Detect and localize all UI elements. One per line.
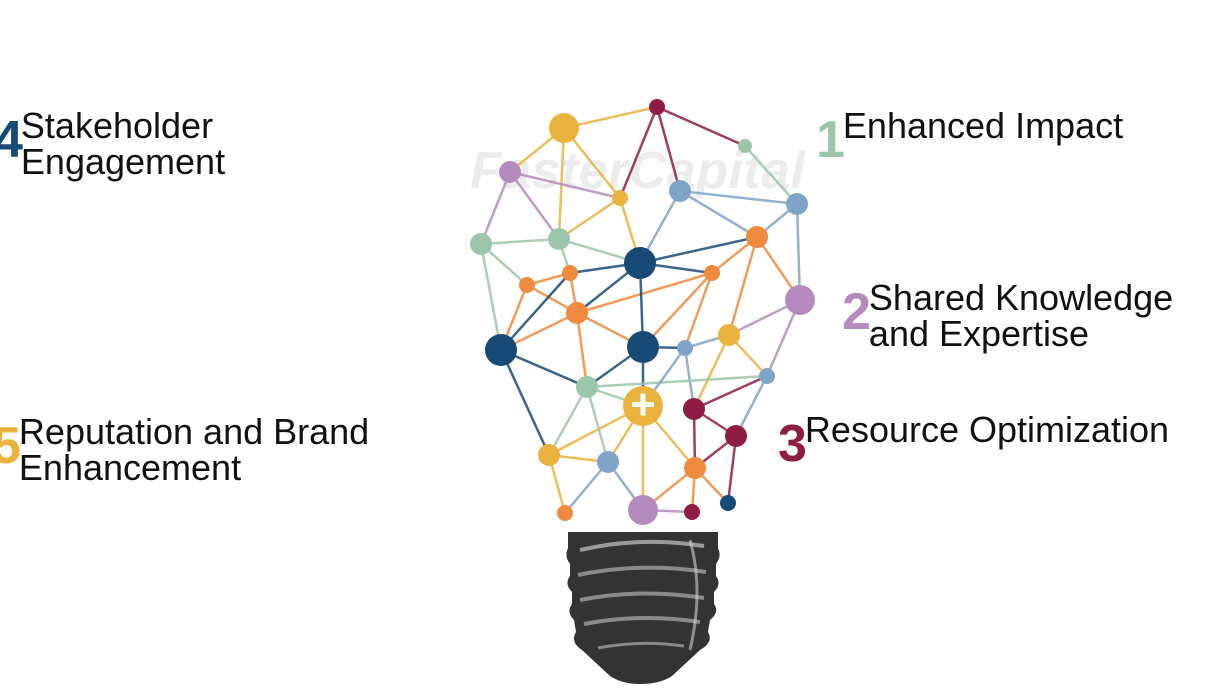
network-node <box>485 334 517 366</box>
item-number: 5 <box>0 417 21 475</box>
network-node <box>746 226 768 248</box>
network-edge <box>575 312 589 388</box>
network-edge <box>656 105 746 148</box>
item-label: Stakeholder Engagement <box>21 108 225 180</box>
network-edge <box>618 106 659 199</box>
item-resource-optimization: 3 Resource Optimization <box>778 412 1169 473</box>
network-node <box>738 139 752 153</box>
item-label-line: Enhancement <box>18 447 242 488</box>
network-node <box>684 504 700 520</box>
item-label-line: Enhanced Impact <box>842 105 1124 146</box>
item-stakeholder-engagement: 4 Stakeholder Engagement <box>0 108 225 180</box>
network-edge <box>639 235 758 265</box>
item-shared-knowledge: 2 Shared Knowledge and Expertise <box>842 280 1173 352</box>
network-node <box>612 190 628 206</box>
network-edge <box>479 171 512 245</box>
item-label-line: Shared Knowledge <box>868 277 1174 318</box>
network-node <box>628 495 658 525</box>
item-enhanced-impact: 1 Enhanced Impact <box>816 108 1123 169</box>
network-node <box>538 444 560 466</box>
item-label-line: Reputation and Brand <box>18 411 370 452</box>
network-edge <box>585 386 610 463</box>
network-edge <box>726 435 738 504</box>
network-node <box>548 228 570 250</box>
network-edge <box>564 461 609 514</box>
network-node <box>725 425 747 447</box>
network-node <box>786 193 808 215</box>
item-number: 2 <box>842 283 871 341</box>
network-node <box>627 331 659 363</box>
network-node <box>470 233 492 255</box>
network-node <box>519 277 535 293</box>
item-number: 3 <box>778 415 807 473</box>
network-node <box>499 161 521 183</box>
network-node <box>566 302 588 324</box>
network-edge <box>679 189 798 206</box>
network-node <box>684 457 706 479</box>
item-number: 1 <box>816 111 845 169</box>
network-edge <box>479 243 503 351</box>
bulb-socket <box>566 532 720 684</box>
item-label: Reputation and Brand Enhancement <box>19 414 369 486</box>
network-node <box>597 451 619 473</box>
item-number: 4 <box>0 111 23 169</box>
network-node <box>557 505 573 521</box>
network-node <box>718 324 740 346</box>
network-edge <box>795 203 802 301</box>
network-edge <box>586 374 768 389</box>
network-edge <box>692 334 731 410</box>
network-edge <box>734 375 769 437</box>
item-label-line: and Expertise <box>868 313 1090 354</box>
item-reputation-brand: 5 Reputation and Brand Enhancement <box>0 414 369 486</box>
network-edge <box>655 106 682 192</box>
plus-icon <box>632 393 654 416</box>
network-edge <box>679 189 758 239</box>
network-edge <box>508 171 561 240</box>
network-node <box>549 113 579 143</box>
network-node <box>649 99 665 115</box>
network-node <box>562 265 578 281</box>
network-edge <box>727 236 759 336</box>
item-label-line: Stakeholder <box>20 105 214 146</box>
network-node <box>759 368 775 384</box>
network-edge <box>500 272 571 351</box>
item-label: Resource Optimization <box>805 412 1169 448</box>
network-nodes <box>470 99 815 525</box>
network-edge <box>563 105 658 130</box>
network-node <box>677 340 693 356</box>
network-edge <box>642 272 713 348</box>
network-edge <box>683 272 714 349</box>
network-edge <box>499 349 551 456</box>
network-node <box>785 285 815 315</box>
network-edge <box>547 386 589 456</box>
network-node <box>683 398 705 420</box>
network-node <box>576 376 598 398</box>
item-label: Enhanced Impact <box>843 108 1123 144</box>
network-edge <box>576 271 713 315</box>
item-label: Shared Knowledge and Expertise <box>869 280 1173 352</box>
network-edge <box>744 145 798 205</box>
network-edge <box>693 374 768 411</box>
network-node <box>669 180 691 202</box>
network-node <box>704 265 720 281</box>
network-edge <box>558 196 621 241</box>
item-label-line: Resource Optimization <box>804 409 1170 450</box>
network-node <box>624 247 656 279</box>
network-edge <box>509 170 621 200</box>
network-edge <box>480 237 560 246</box>
item-label-line: Engagement <box>20 141 226 182</box>
network-node <box>720 495 736 511</box>
